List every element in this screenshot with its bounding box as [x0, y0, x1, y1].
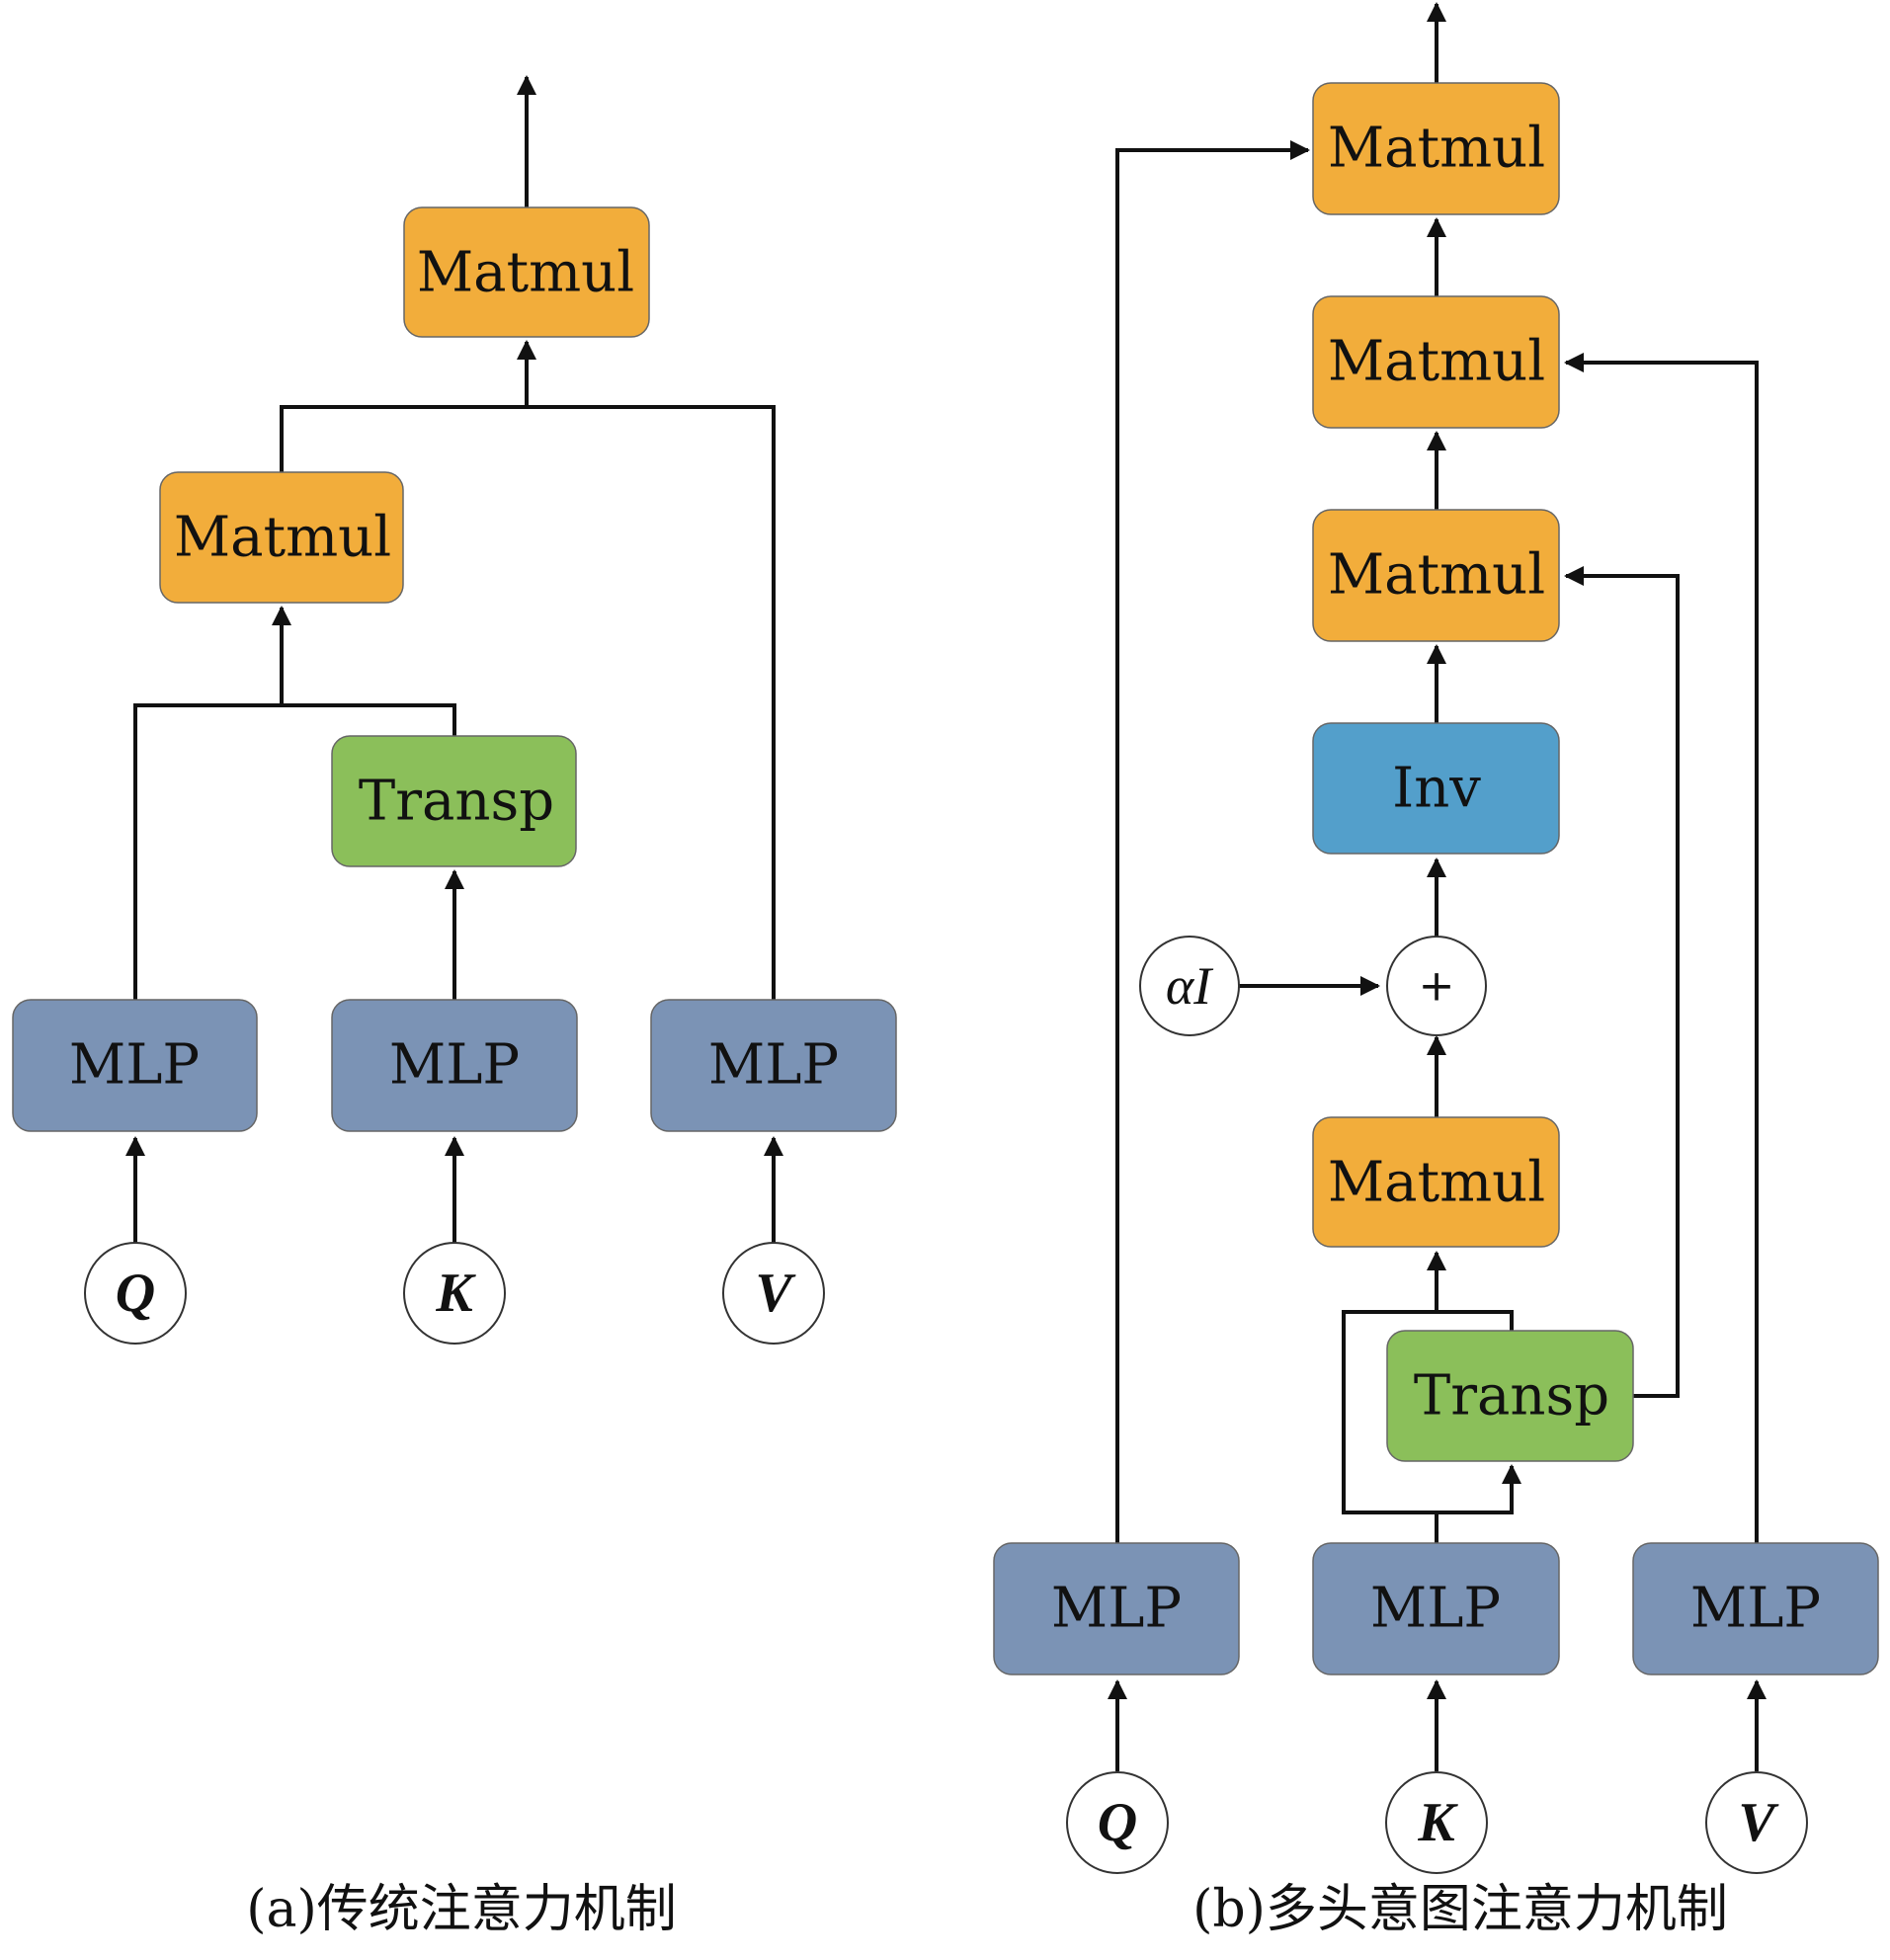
- input-label-k: K: [1417, 1792, 1458, 1853]
- matmul-node: Matmul: [1312, 1116, 1560, 1248]
- alpha-i-circle: [1139, 936, 1240, 1036]
- transp-node: Transp: [1386, 1330, 1634, 1462]
- matmul-label: Matmul: [174, 506, 391, 570]
- panel-a-edges: [125, 75, 783, 1243]
- matmul-label: Matmul: [1328, 330, 1545, 394]
- matmul-box-b-1: [1312, 1116, 1560, 1248]
- matmul-node: Matmul: [1312, 295, 1560, 429]
- edge-b-split-bypass: [1342, 1310, 1514, 1514]
- inv-box-b: [1312, 722, 1560, 855]
- mlp-label: MLP: [389, 1033, 520, 1098]
- matmul-label: Matmul: [1328, 117, 1545, 181]
- edge-b-mlpv-to-matmul2: [1564, 353, 1759, 1543]
- input-circle: [722, 1242, 825, 1345]
- matmul-node: Matmul: [403, 206, 650, 338]
- mlp-box-a-q: [12, 999, 258, 1132]
- matmul-node: Matmul: [1312, 82, 1560, 215]
- input-label-k: K: [435, 1263, 476, 1324]
- input-label-q: Q: [1098, 1792, 1137, 1853]
- plus-circle: [1386, 936, 1487, 1036]
- mlp-label: MLP: [69, 1033, 200, 1098]
- matmul-box-b-3: [1312, 509, 1560, 642]
- input-label-q: Q: [116, 1263, 155, 1324]
- edge-a-matmul1-to-matmul2: [280, 405, 527, 472]
- panel-b: MLP MLP MLP Transp Matmul + αI Inv: [993, 2, 1879, 1939]
- input-circle: [84, 1242, 187, 1345]
- mlp-box-b-q: [993, 1542, 1240, 1675]
- input-circle: [1066, 1771, 1169, 1874]
- input-circle: [1705, 1771, 1808, 1874]
- input-k: K: [403, 1242, 506, 1345]
- mlp-node: MLP: [331, 999, 578, 1132]
- mlp-label: MLP: [1690, 1577, 1821, 1641]
- mlp-node: MLP: [1632, 1542, 1879, 1675]
- alpha-i-label: αI: [1166, 956, 1214, 1016]
- matmul-node: Matmul: [159, 471, 404, 604]
- plus-node: +: [1386, 936, 1487, 1036]
- input-v: V: [722, 1242, 825, 1345]
- matmul-label: Matmul: [417, 241, 634, 305]
- matmul-box-a-1: [159, 471, 404, 604]
- caption-b: (b)多头意图注意力机制: [1192, 1880, 1728, 1939]
- mlp-box-a-v: [650, 999, 897, 1132]
- edge-b-mlpq-to-matmul4: [1115, 140, 1310, 1543]
- edge-b-split-to-transp: [1437, 1464, 1521, 1514]
- mlp-label: MLP: [708, 1033, 839, 1098]
- edge-a-mlpq-to-matmul1: [133, 703, 282, 1000]
- matmul-label: Matmul: [1328, 543, 1545, 608]
- input-q: Q: [84, 1242, 187, 1345]
- input-label-v: V: [755, 1263, 796, 1324]
- transp-label: Transp: [359, 770, 554, 834]
- alpha-i-node: αI: [1139, 936, 1240, 1036]
- mlp-box-a-k: [331, 999, 578, 1132]
- caption-a: (a)传统注意力机制: [246, 1880, 677, 1939]
- mlp-label: MLP: [1051, 1577, 1182, 1641]
- mlp-box-b-v: [1632, 1542, 1879, 1675]
- panel-a: MLP MLP MLP Transp Matmul Matmul Q: [12, 75, 897, 1939]
- transp-label: Transp: [1414, 1364, 1609, 1429]
- input-label-v: V: [1738, 1792, 1779, 1853]
- inv-label: Inv: [1392, 757, 1481, 821]
- matmul-node: Matmul: [1312, 509, 1560, 642]
- mlp-node: MLP: [1312, 1542, 1560, 1675]
- inv-node: Inv: [1312, 722, 1560, 855]
- matmul-box-b-2: [1312, 295, 1560, 429]
- edge-a-mlpv-to-matmul2: [527, 405, 776, 1000]
- mlp-node: MLP: [650, 999, 897, 1132]
- mlp-node: MLP: [993, 1542, 1240, 1675]
- transp-box-b: [1386, 1330, 1634, 1462]
- matmul-box-b-4: [1312, 82, 1560, 215]
- edge-a-transp-to-matmul1: [282, 703, 456, 736]
- input-q: Q: [1066, 1771, 1169, 1874]
- matmul-label: Matmul: [1328, 1151, 1545, 1215]
- input-circle: [1385, 1771, 1488, 1874]
- mlp-label: MLP: [1370, 1577, 1501, 1641]
- input-circle: [403, 1242, 506, 1345]
- plus-label: +: [1419, 961, 1455, 1012]
- panel-b-edges: [1108, 2, 1767, 1771]
- transp-box-a: [331, 735, 577, 867]
- input-v: V: [1705, 1771, 1808, 1874]
- matmul-box-a-2: [403, 206, 650, 338]
- input-k: K: [1385, 1771, 1488, 1874]
- mlp-node: MLP: [12, 999, 258, 1132]
- mlp-box-b-k: [1312, 1542, 1560, 1675]
- transp-node: Transp: [331, 735, 577, 867]
- edge-b-transp-to-matmul3: [1564, 566, 1680, 1398]
